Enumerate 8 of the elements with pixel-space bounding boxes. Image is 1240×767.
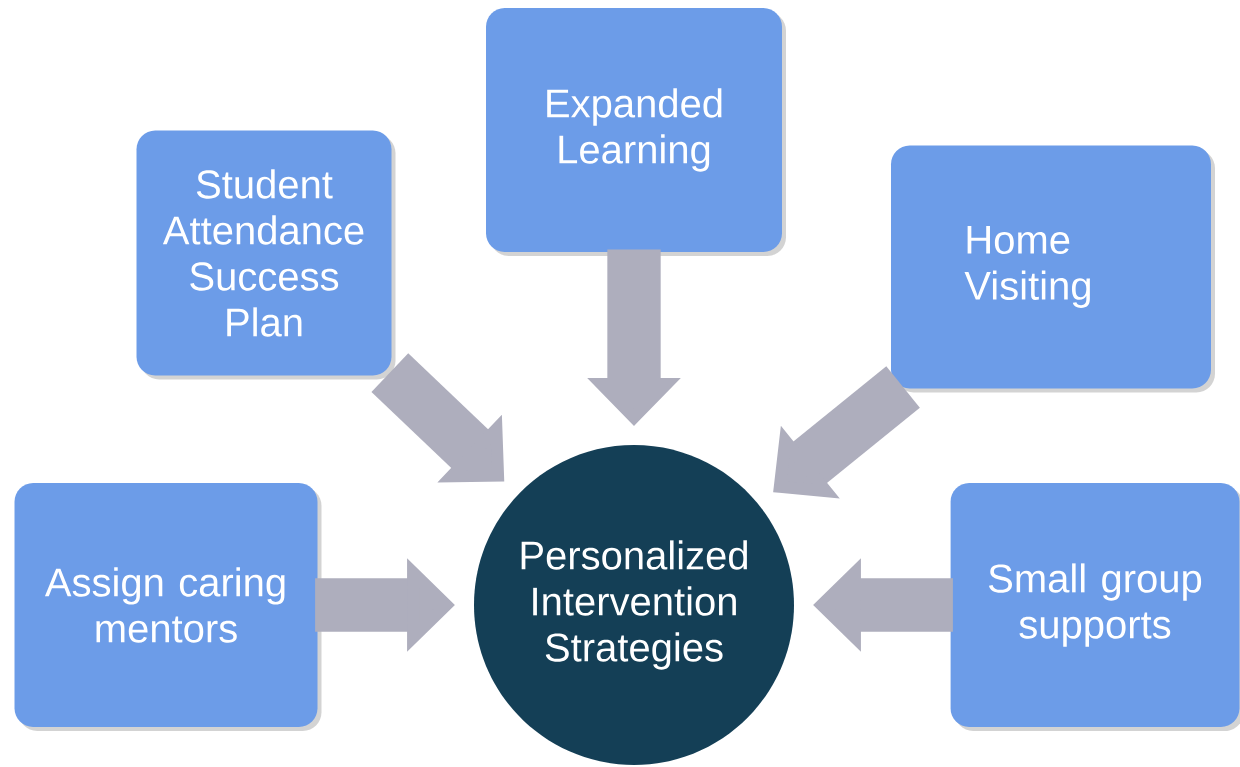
process-box: Assign caring mentors <box>14 483 322 731</box>
block-arrow <box>371 353 505 483</box>
circle-node: Personalized Intervention Strategies <box>474 445 794 765</box>
process-box: Small group supports <box>950 483 1240 731</box>
block-arrow <box>773 366 920 499</box>
process-box: Home Visiting <box>891 145 1215 393</box>
process-box: Student Attendance Success Plan <box>136 130 396 380</box>
process-box: Expanded Learning <box>486 8 786 256</box>
